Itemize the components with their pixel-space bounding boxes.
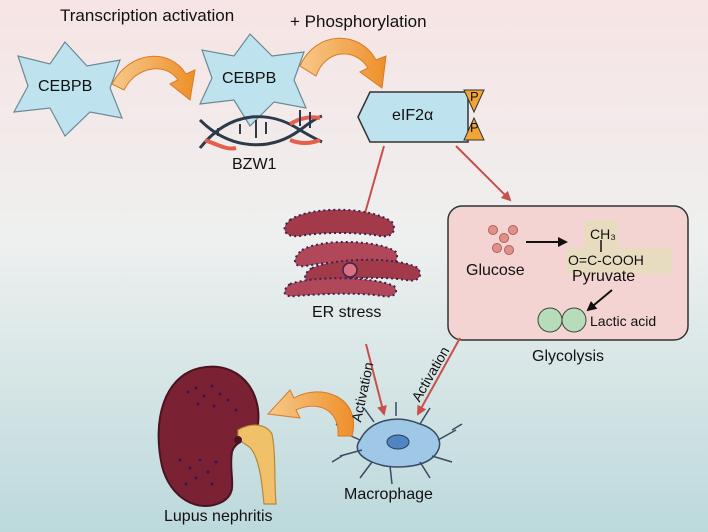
phosphorylation-label: + Phosphorylation [290,12,427,31]
dna-helix-icon [198,110,323,151]
arrow-glycolysis-to-macrophage [417,337,461,416]
eif2a-tag [357,91,469,143]
glycolysis-label: Glycolysis [532,348,605,365]
cebpb-right-star [199,33,307,127]
macrophage-to-kidney-curve-arrow [266,389,355,437]
kidney-icon [157,365,277,507]
cebpb-right-label: CEBPB [222,70,277,87]
lactic-acid-molecules-icon [537,307,587,333]
macrophage-cell-icon [331,402,463,485]
macrophage-label: Macrophage [344,486,433,503]
phosphate-top [463,89,485,114]
phosphate-bottom [463,116,485,141]
phosphate-top-label: P [470,89,479,104]
phosphate-bottom-label: P [470,120,479,135]
cebpb-left-label: CEBPB [38,78,93,95]
arrow-er-to-macrophage [365,343,387,416]
eif2a-label: eIF2α [392,107,434,124]
methyl-group-label: CH₃ [590,226,616,242]
arrow-pyruvate-to-lactic [586,289,613,312]
er-organelle-icon [283,208,422,298]
transcription-curve-arrow [111,55,196,101]
pyruvate-label: Pyruvate [572,268,636,285]
phosphorylation-curve-arrow [299,37,387,89]
arrow-eif2a-to-glycolysis [455,145,512,202]
bzw1-label: BZW1 [232,156,277,173]
lactic-acid-label: Lactic acid [590,313,657,329]
transcription-activation-label: Transcription activation [60,6,235,25]
er-stress-label: ER stress [312,304,382,321]
glucose-molecules-icon [488,225,518,255]
pyruvate-highlight-bottom [566,248,672,274]
pyruvate-formula-label: O=C-COOH [568,252,644,268]
arrow-eif2a-to-er [359,145,385,226]
cebpb-left-star [12,41,123,137]
glucose-label: Glucose [466,262,525,279]
lupus-nephritis-label: Lupus nephritis [164,508,273,525]
